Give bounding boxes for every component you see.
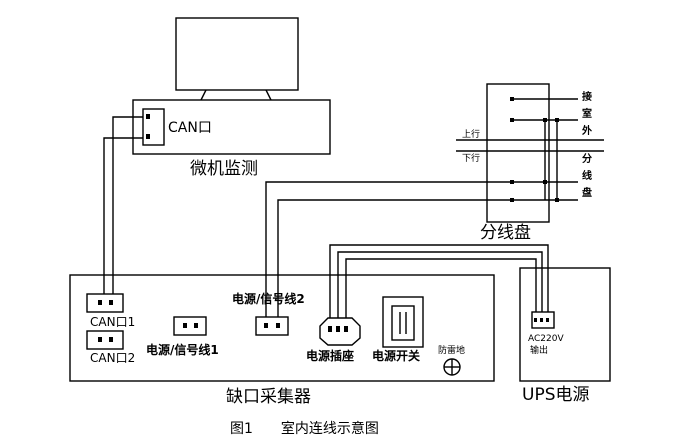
can2-connector [86,330,124,350]
monitor-pc-box [132,99,331,155]
signal-wire-a [265,181,512,317]
pin [344,326,348,332]
outdoor-side-char: 线 [582,169,592,182]
terminal-dot [510,198,514,202]
ups-label: UPS电源 [522,385,590,405]
outdoor-side-char: 分 [582,152,592,165]
power-switch-inner [391,305,415,341]
lightning-ground-label: 防雷地 [438,344,465,356]
power-wire-1 [329,244,549,318]
terminal-dot [146,114,150,119]
pin [546,318,549,322]
collector-label: 缺口采集器 [226,387,311,407]
pin [98,300,102,305]
power-socket-label: 电源插座 [306,348,354,363]
pin [109,300,113,305]
outdoor-side-char: 室 [582,107,592,120]
downlink-label: 下行 [462,152,480,164]
power-wire-2 [337,251,543,318]
outdoor-side-char: 盘 [582,186,592,199]
outdoor-side-char: 接 [582,90,592,103]
ups-box [519,267,611,382]
can2-label: CAN口2 [90,351,135,365]
power-switch-box [382,296,424,348]
monitor-screen [175,17,299,91]
monitor-stand [265,89,272,101]
terminal-dot [555,198,559,202]
distribution-panel-label: 分线盘 [480,223,531,243]
terminal-dot [146,134,150,139]
can-wire-1 [112,116,143,294]
terminal-dot [510,180,514,184]
power-signal-2-label: 电源/信号线2 [232,291,305,306]
can1-label: CAN口1 [90,315,135,329]
ups-output-connector [531,311,555,329]
monitor-pc-label: 微机监测 [190,159,258,179]
signal-wire-b [277,199,512,317]
power-signal-2-connector [255,316,289,336]
pin [328,326,332,332]
power-wire-3 [345,258,537,318]
collector-box [69,274,495,382]
pin [183,323,187,328]
uplink-label: 上行 [462,128,480,140]
monitor-stand [200,89,207,101]
pin [534,318,537,322]
outdoor-side-char: 外 [581,124,592,137]
distribution-panel-box [486,83,550,223]
terminal-dot [543,118,547,122]
can-port-connector [142,108,165,146]
pin [109,337,113,342]
terminal-dot [510,118,514,122]
power-socket-shape [319,317,361,346]
can-port-label: CAN口 [168,120,212,136]
can-wire-2 [103,137,143,294]
power-switch-label: 电源开关 [372,348,420,363]
ups-output-label: AC220V [528,334,564,344]
power-signal-1-connector [173,316,207,336]
pin [264,323,268,328]
can1-connector [86,293,124,313]
pin [194,323,198,328]
pin [276,323,280,328]
pin [98,337,102,342]
pin [336,326,340,332]
terminal-dot [555,118,559,122]
terminal-dot [543,180,547,184]
pin [540,318,543,322]
power-signal-1-label: 电源/信号线1 [146,342,219,357]
terminal-dot [510,97,514,101]
ups-output-label: 输出 [530,344,548,356]
figure-caption: 图1 室内连线示意图 [230,420,379,437]
